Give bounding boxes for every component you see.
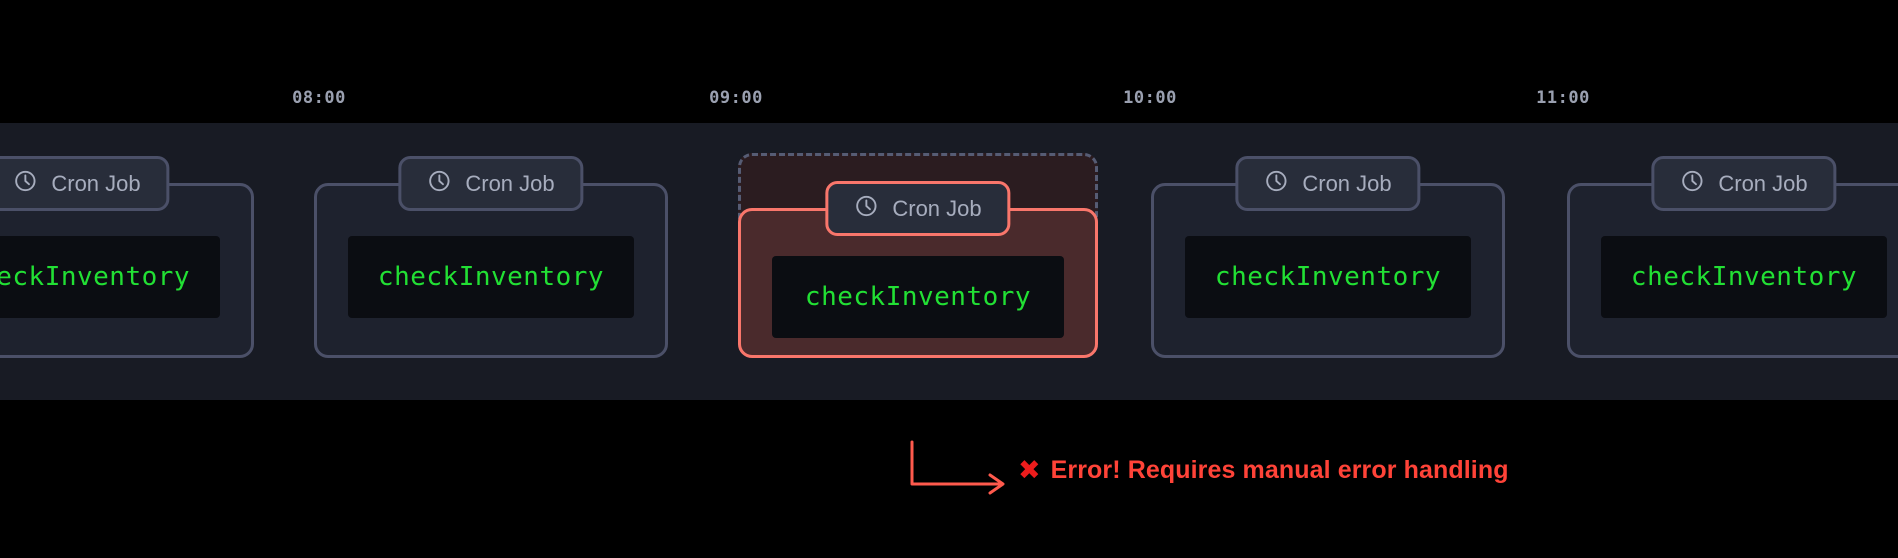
- job-code-block: checkInventory: [772, 256, 1064, 338]
- job-code-block: checkInventory: [0, 236, 220, 318]
- job-type-label: Cron Job: [892, 195, 982, 221]
- elbow-arrow-icon: [910, 440, 1005, 495]
- timeline-ruler: 08:00 09:00 10:00 11:00: [0, 0, 1898, 123]
- job-card[interactable]: Cron Job checkInventory: [1151, 156, 1505, 358]
- job-type-label: Cron Job: [1302, 170, 1392, 196]
- tick-label-2: 10:00: [1123, 88, 1177, 108]
- job-code-text: checkInventory: [0, 262, 191, 292]
- job-code-block: checkInventory: [348, 236, 634, 318]
- job-code-block: checkInventory: [1185, 236, 1471, 318]
- clock-icon: [13, 169, 37, 198]
- tick-label-3: 11:00: [1536, 88, 1590, 108]
- cross-mark-icon: ✖: [1018, 454, 1041, 486]
- job-type-chip[interactable]: Cron Job: [0, 156, 170, 211]
- clock-icon: [854, 194, 878, 223]
- timeline-band: Cron Job checkInventory Cron Job checkIn…: [0, 123, 1898, 400]
- tick-label-0: 08:00: [292, 88, 346, 108]
- job-type-chip[interactable]: Cron Job: [1651, 156, 1837, 211]
- error-annotation: ✖ Error! Requires manual error handling: [908, 440, 1509, 500]
- clock-icon: [1264, 169, 1288, 198]
- tick-label-1: 09:00: [709, 88, 763, 108]
- clock-icon: [1680, 169, 1704, 198]
- job-type-label: Cron Job: [1718, 170, 1808, 196]
- job-type-chip[interactable]: Cron Job: [398, 156, 584, 211]
- job-type-chip[interactable]: Cron Job: [1235, 156, 1421, 211]
- job-code-text: checkInventory: [377, 262, 605, 292]
- job-card-error[interactable]: Cron Job checkInventory: [738, 181, 1098, 358]
- error-message: Error! Requires manual error handling: [1050, 455, 1509, 484]
- job-type-chip[interactable]: Cron Job: [825, 181, 1011, 236]
- job-card[interactable]: Cron Job checkInventory: [1567, 156, 1898, 358]
- job-code-text: checkInventory: [1214, 262, 1442, 292]
- job-card[interactable]: Cron Job checkInventory: [314, 156, 668, 358]
- job-type-label: Cron Job: [51, 170, 141, 196]
- job-code-block: checkInventory: [1601, 236, 1887, 318]
- job-code-text: checkInventory: [804, 282, 1032, 312]
- job-code-text: checkInventory: [1630, 262, 1858, 292]
- job-card[interactable]: Cron Job checkInventory: [0, 156, 254, 358]
- clock-icon: [427, 169, 451, 198]
- job-type-label: Cron Job: [465, 170, 555, 196]
